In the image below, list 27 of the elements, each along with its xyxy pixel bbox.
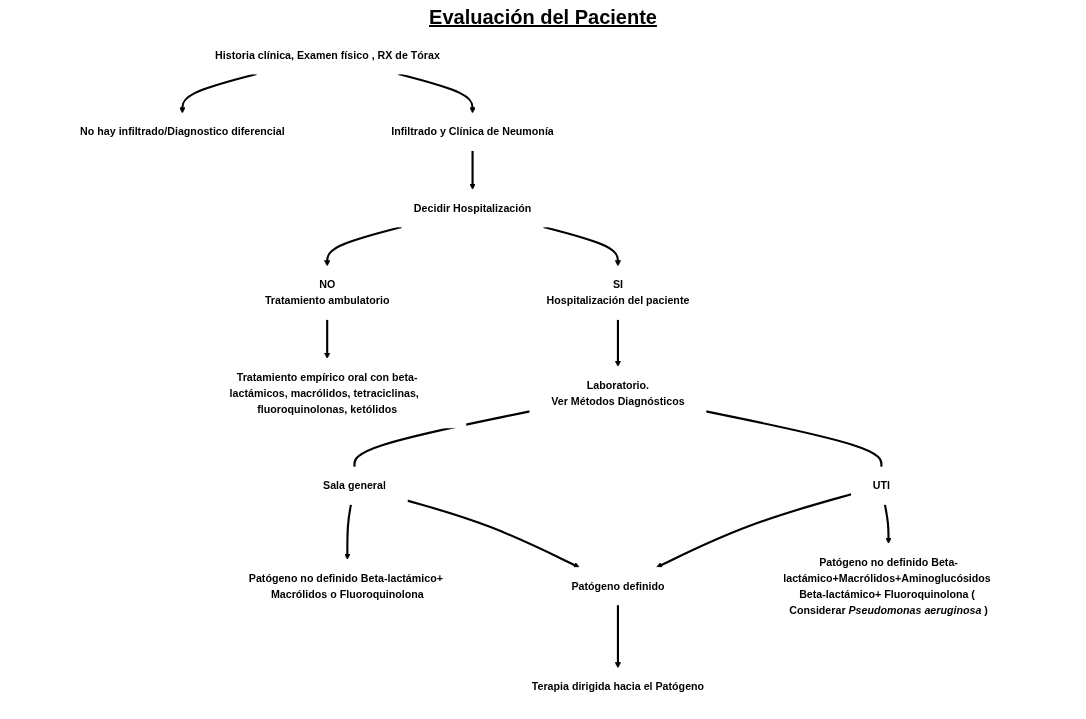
node-text: Patógeno no definido Beta-lactámico+Macrólidos+Aminoglucósidos Beta-lactámico+ Fluoroquinolona ( Considerar Pseudomonas aeruginosa ) [783, 555, 991, 616]
node-text: Sala general [323, 479, 386, 492]
node-text: Tratamiento empírico oral con beta-lactámicos, macrólidos, tetraciclinas, fluoroquinolonas, ketólidos [229, 370, 419, 415]
connector [353, 410, 531, 468]
node-text: Patógeno no definido Beta-lactámico+ Macrólidos o Fluoroquinolona [248, 571, 443, 600]
arrow [324, 225, 402, 267]
node-text: NO Tratamiento ambulatorio [264, 278, 390, 307]
connector [705, 410, 883, 468]
arrow [883, 504, 892, 544]
arrow [614, 604, 622, 669]
diagram-title: Evaluación del Paciente [428, 6, 658, 29]
node-text: Historia clínica, Examen físico , RX de Tórax [215, 48, 440, 61]
node-text: SI Hospitalización del paciente [546, 278, 690, 307]
node-text: Decidir Hospitalización [413, 201, 532, 214]
node-text: Patógeno definido [571, 579, 665, 592]
node-text: Infiltrado y Clínica de Neumonía [391, 125, 554, 138]
node-text: No hay infiltrado/Diagnostico diferencial [80, 125, 285, 138]
arrow [344, 504, 353, 560]
arrow [614, 319, 622, 367]
node-text: UTI [872, 479, 891, 492]
arrow [406, 499, 580, 568]
arrow [543, 225, 622, 267]
arrow [324, 319, 331, 359]
node-text: Terapia dirigida hacia el Patógeno [531, 680, 705, 693]
arrow [469, 150, 476, 190]
node-text: Laboratorio. Ver Métodos Diagnósticos [551, 378, 685, 407]
arrow [656, 493, 852, 568]
